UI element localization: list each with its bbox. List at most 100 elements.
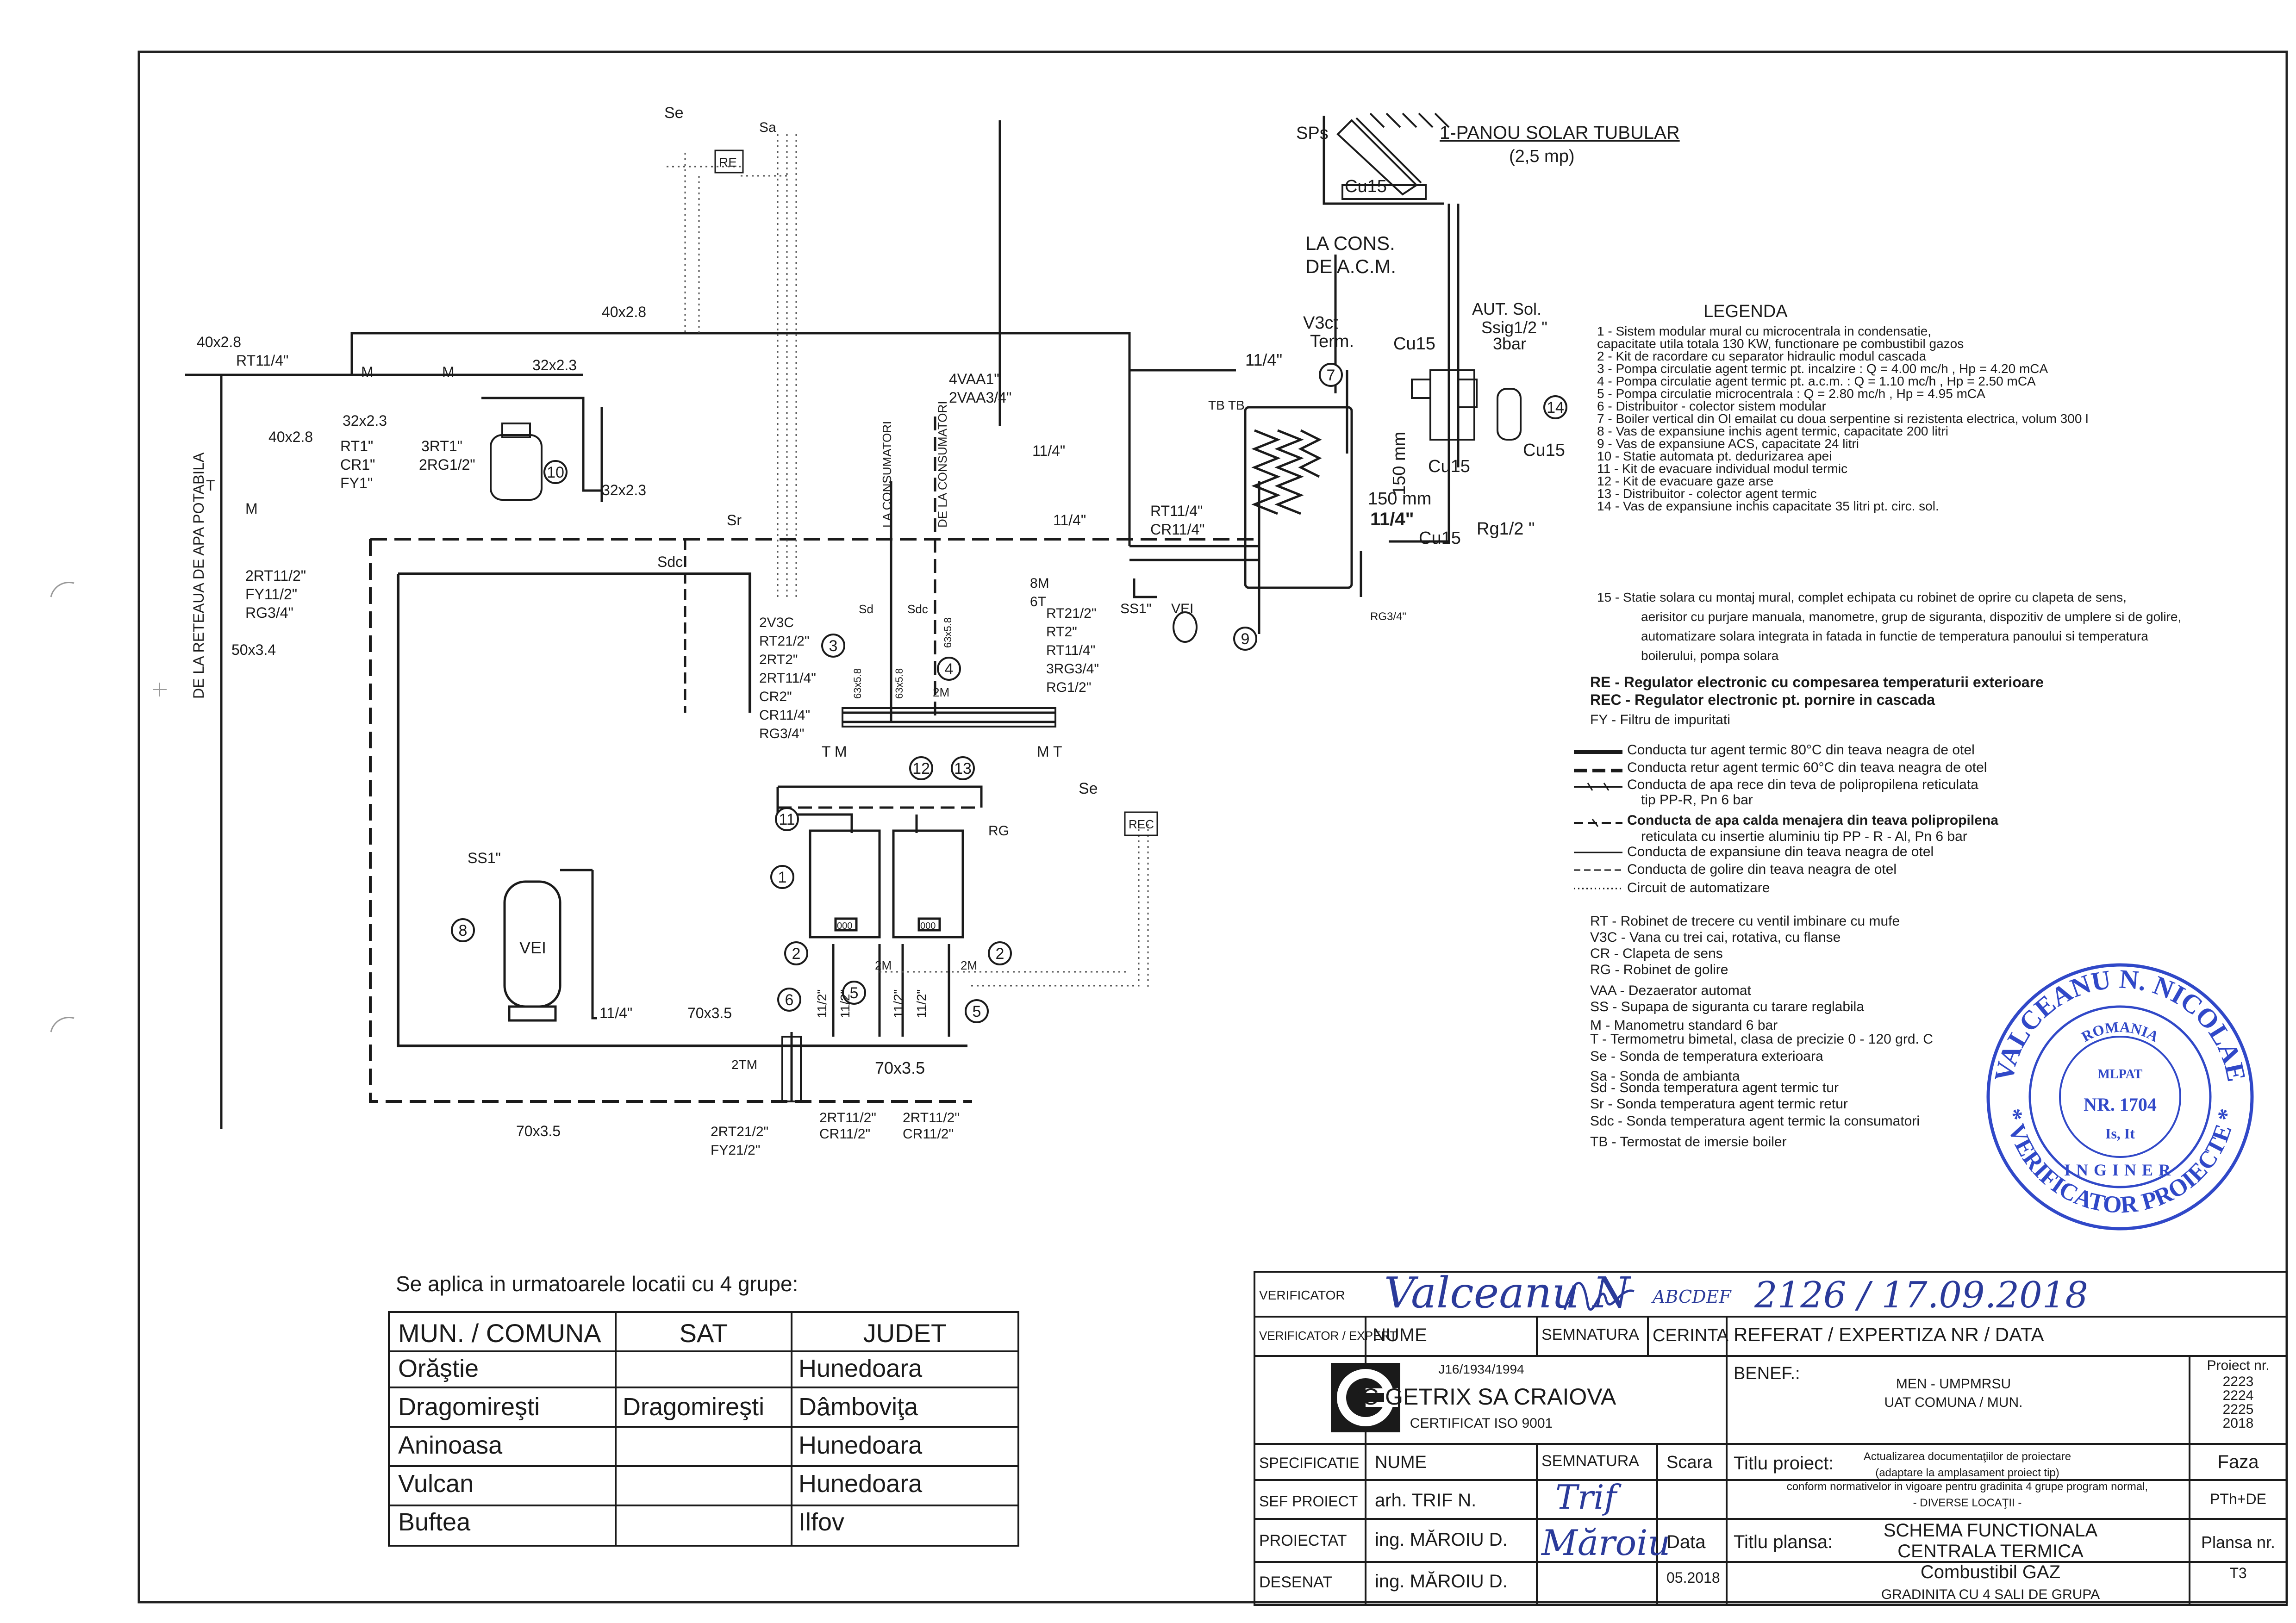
locations-cell: Vulcan [398, 1470, 474, 1498]
lbl-cr114: CR11/4" [1150, 521, 1204, 538]
lbl-sdc: Sdc [657, 553, 683, 570]
locations-header: MUN. / COMUNA [398, 1318, 601, 1348]
lbl-32x23b: 32x2.3 [343, 412, 387, 429]
tb-pl1: SCHEMA FUNCTIONALA [1884, 1520, 2098, 1541]
marker-12: 12 [912, 760, 930, 777]
tb-proiect-n4: 2018 [2223, 1416, 2254, 1431]
lbl-rg34: RG3/4" [245, 604, 293, 621]
aut-sol-1: AUT. Sol. [1472, 299, 1541, 318]
legend-title: LEGENDA [1703, 302, 1788, 321]
lbl-114b: 11/4" [1053, 512, 1086, 529]
expansion-vessel-9 [1173, 611, 1198, 643]
legend-item-15-line: 15 - Statie solara cu montaj mural, comp… [1597, 590, 2127, 604]
title-block: VERIFICATOR Valceanu N ABCDEF 2126 / 17.… [1254, 1268, 2288, 1606]
lbl-val3: 2RT2" [759, 652, 798, 667]
lbl-p63b: 63x5.8 [942, 617, 954, 648]
acm-line2: DE A.C.M. [1305, 255, 1396, 277]
tb-desenat-nume: ing. MĂROIU D. [1375, 1571, 1508, 1592]
legend-line-desc: tip PP-R, Pn 6 bar [1641, 792, 1753, 808]
legend-item: 6 - Distribuitor - colector sistem modul… [1597, 399, 1826, 413]
marker-7: 7 [1327, 367, 1335, 384]
rec-controller [1124, 811, 1158, 836]
lbl-var4: RT2" [1046, 624, 1077, 640]
lbl-rg2: 2RG1/2" [419, 456, 475, 473]
legend-abbreviation: T - Termometru bimetal, clasa de precizi… [1590, 1032, 1933, 1047]
tb-sig-sef: Trif [1555, 1478, 1622, 1517]
lbl-vei2: VEI [1171, 601, 1193, 616]
stamp-nr: NR. 1704 [2084, 1094, 2157, 1115]
marker-1: 1 [778, 869, 787, 886]
lbl-32x23c: 32x2.3 [602, 482, 646, 498]
legend-item-15-line: automatizare solara integrata in fatada … [1641, 629, 2148, 643]
tb-proiect-n2: 2224 [2223, 1388, 2254, 1403]
lbl-150a: 150 mm [1390, 432, 1409, 495]
legend-item: 3 - Pompa circulatie agent termic pt. in… [1597, 361, 2048, 376]
lbl-rg-boiler: Rg1/2 " [1477, 519, 1535, 539]
marker-8: 8 [459, 922, 468, 939]
lbl-fy112: FY11/2" [245, 586, 297, 603]
lbl-40x28c: 40x2.8 [268, 429, 313, 445]
lbl-bot5: 2RT11/2" [903, 1110, 960, 1126]
marker-2a: 2 [792, 945, 801, 963]
lbl-rg34b: RG3/4" [1370, 610, 1406, 623]
sheet-border [137, 50, 2288, 1604]
lbl-114c: 11/4" [1245, 350, 1282, 369]
lbl-rt2112: 2RT11/2" [245, 567, 306, 584]
lbl-val5: CR2" [759, 689, 792, 704]
lbl-2tm: 2TM [731, 1057, 757, 1072]
lbl-rt3: 3RT1" [421, 438, 462, 454]
lbl-val2: RT21/2" [759, 634, 810, 649]
lbl-tb: TB TB [1208, 398, 1245, 412]
tb-j16: J16/1934/1994 [1438, 1362, 1524, 1376]
lbl-p63c: 63x5.8 [893, 668, 905, 699]
tb-desenat: DESENAT [1259, 1573, 1332, 1591]
tb-faza: Faza [2218, 1452, 2259, 1472]
getrix-logo [1331, 1363, 1400, 1432]
automation-circuit [667, 134, 1149, 990]
marker-5a: 5 [850, 984, 859, 1002]
verifier-stamp: VALCEANU N. NICOLAE * VERIFICATOR PROIEC… [1986, 963, 2254, 1231]
legend-abbreviation: RT - Robinet de trecere cu ventil imbina… [1590, 914, 1900, 929]
crosshair-mark [153, 683, 167, 696]
legend-item: 4 - Pompa circulatie agent termic pt. a.… [1597, 374, 2036, 388]
tb-pl3: Combustibil GAZ [1921, 1562, 2060, 1582]
lbl-val6: CR11/4" [759, 708, 810, 723]
tb-verif-squiggle [1563, 1281, 1635, 1311]
legend-abbreviation: Sr - Sonda temperatura agent termic retu… [1590, 1096, 1848, 1112]
lbl-32x23a: 32x2.3 [532, 357, 577, 373]
legend-line-desc: reticulata cu insertie aluminiu tip PP -… [1641, 829, 1967, 844]
tb-sef: SEF PROIECT [1259, 1493, 1358, 1510]
expansion-vessel-8 [503, 880, 562, 1022]
lbl-se-top: Se [664, 104, 684, 122]
lbl-114big: 11/4" [1370, 509, 1414, 529]
lbl-rt1: RT1" [340, 438, 373, 454]
lbl-bot6: CR11/2" [903, 1126, 954, 1142]
legend-abbreviation: Sdc - Sonda temperatura agent termic la … [1590, 1113, 1920, 1129]
tb-company: SC GETRIX SA CRAIOVA [1347, 1384, 1616, 1410]
tb-verif-expert: VERIFICATOR / EXPERT [1259, 1329, 1397, 1343]
marker-5b: 5 [973, 1003, 981, 1020]
legend-abbreviation: Sa - Sonda de ambianta [1590, 1069, 1740, 1084]
lbl-sd: Sd [859, 602, 873, 616]
condensing-modules [809, 829, 964, 939]
legend-item: 5 - Pompa circulatie microcentrala : Q =… [1597, 386, 1985, 401]
lbl-bot4: CR11/2" [819, 1126, 870, 1142]
tb-proiectat: PROIECTAT [1259, 1532, 1347, 1549]
lbl-70a: 70x3.5 [687, 1005, 732, 1021]
solar-sps: SPs [1296, 124, 1329, 143]
lbl-ss1: SS1" [468, 850, 501, 866]
legend-item: 14 - Vas de expansiune inchis capacitate… [1597, 499, 1939, 513]
tb-tp3: conform normativelor in vigoare pentru g… [1787, 1480, 2148, 1493]
locations-cell: Orăştie [398, 1355, 479, 1382]
legend-item: 11 - Kit de evacuare individual modul te… [1597, 461, 1847, 476]
lbl-de-la-cons: DE LA CONSUMATORI [936, 401, 949, 528]
marker-3: 3 [829, 637, 838, 655]
aut-sol-3: 3bar [1493, 334, 1526, 353]
lbl-112a: 11/2" [815, 989, 829, 1018]
legend-abbreviations: RT - Robinet de trecere cu ventil imbina… [1590, 914, 1933, 1150]
lbl-000a: 000 [837, 921, 852, 931]
solar-station [1411, 369, 1478, 441]
legend-line-samples [1574, 750, 1622, 889]
